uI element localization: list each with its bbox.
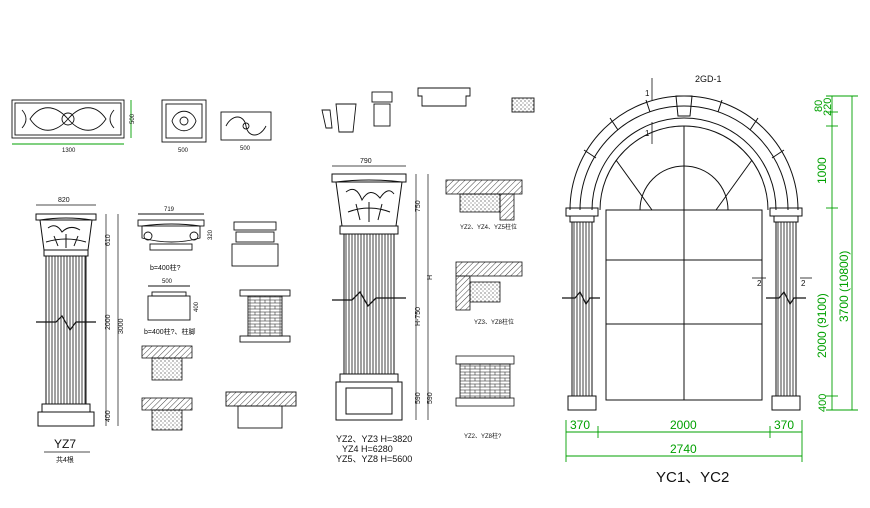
arch-h-top-2: 220 xyxy=(822,98,834,116)
panel-small-b-dims: 500 xyxy=(240,146,251,152)
arch-marker-2-left: 2 xyxy=(757,279,762,288)
column-main-h5: 590 xyxy=(427,392,434,404)
column-yz7-h3: 3000 xyxy=(118,318,125,334)
ornament-panel-height-label: 500 xyxy=(130,113,136,124)
base-note: b=400柱?、柱脚 xyxy=(144,327,196,336)
column-yz7-h4: 400 xyxy=(105,410,112,422)
column-main-h1: 750 xyxy=(415,200,422,212)
section-details-mid xyxy=(225,221,297,429)
arch-h-top-1: 80 xyxy=(813,100,825,112)
cap-detail-height: 320 xyxy=(208,229,214,240)
arch-name: YC1、YC2 xyxy=(656,469,729,486)
arch-w-total: 2740 xyxy=(670,442,697,456)
cap-detail-width: 719 xyxy=(164,207,175,213)
column-main xyxy=(331,173,407,421)
column-yz7-note: 共4根 xyxy=(56,455,74,464)
section-details-left xyxy=(141,345,193,431)
arched-window xyxy=(562,95,806,411)
capital-detail xyxy=(137,213,205,251)
arch-h-total: 3700 (10800) xyxy=(837,251,851,322)
column-main-h4: 590 xyxy=(415,392,422,404)
arch-h-2000: 2000 (9100) xyxy=(815,293,829,358)
column-main-note-2: YZ4 H=6280 xyxy=(342,444,393,454)
arch-horizontal-dims xyxy=(565,420,803,462)
cap-profile-details xyxy=(321,87,535,133)
wall-section-details xyxy=(445,179,523,407)
arch-h-400: 400 xyxy=(817,394,829,412)
ornament-panel-small-a xyxy=(161,99,207,143)
column-main-width: 790 xyxy=(360,158,372,165)
column-yz7-width: 820 xyxy=(58,197,70,204)
arch-vertical-dims xyxy=(826,95,858,411)
column-main-note-3: YZ5、YZ8 H=5600 xyxy=(336,454,412,464)
column-yz7-dims xyxy=(36,204,119,426)
arch-section-markers xyxy=(651,78,812,279)
column-yz7-h2: 2000 xyxy=(105,314,112,330)
arch-marker-1-top: 1 xyxy=(645,89,650,98)
arch-w-left: 370 xyxy=(570,418,590,432)
arch-marker-2-right: 2 xyxy=(801,279,806,288)
arch-h-1000: 1000 xyxy=(815,157,829,184)
column-yz7-h1: 610 xyxy=(105,234,112,246)
panel-small-a-dims: 500 xyxy=(178,148,189,154)
arch-keystone-label: 2GD-1 xyxy=(695,74,722,84)
ornament-panel-small-b xyxy=(220,111,272,141)
cap-note: b=400柱? xyxy=(150,263,181,272)
arch-marker-1-bottom: 1 xyxy=(645,129,650,138)
column-yz7 xyxy=(35,213,97,427)
base-detail-width: 500 xyxy=(162,279,173,285)
detail-caption-1: YZ2、YZ4、YZ5柱位 xyxy=(460,223,517,231)
column-main-h3: H xyxy=(427,275,434,280)
column-yz7-name: YZ7 xyxy=(54,437,76,451)
arch-w-right: 370 xyxy=(774,418,794,432)
column-main-note-1: YZ2、YZ3 H=3820 xyxy=(336,434,412,444)
arch-w-mid: 2000 xyxy=(670,418,697,432)
column-main-h2: H-750 xyxy=(415,307,422,326)
ornament-panel-width-label: 1300 xyxy=(62,148,76,154)
column-main-dims xyxy=(332,165,429,420)
detail-caption-3: YZ2、YZ8柱? xyxy=(464,432,502,440)
base-detail xyxy=(147,285,191,321)
base-detail-height: 400 xyxy=(194,301,200,312)
ornament-panel-large xyxy=(11,99,132,145)
detail-caption-2: YZ3、YZ8柱位 xyxy=(474,318,514,326)
